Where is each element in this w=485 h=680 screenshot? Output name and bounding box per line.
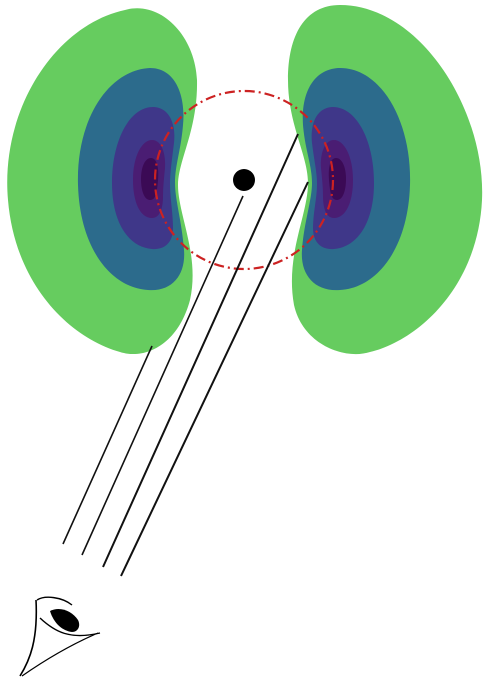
- eye-iris: [50, 609, 80, 632]
- sight-line-2: [81, 195, 244, 556]
- sight-lines: [62, 133, 309, 577]
- eye-icon: [19, 596, 101, 677]
- sight-line-4: [120, 181, 309, 577]
- eye-lash-line: [39, 617, 101, 637]
- photon-ring: [153, 89, 335, 271]
- right-lobe: [288, 5, 483, 355]
- left-lobe-core: [141, 158, 159, 200]
- eye-cheek-line: [21, 632, 99, 677]
- eye-upper-lid: [36, 596, 73, 606]
- black-hole-dot: [233, 169, 255, 191]
- eye-lower-lid: [19, 599, 38, 677]
- sight-line-3: [102, 133, 299, 568]
- left-lobe: [7, 8, 198, 355]
- sight-line-1: [62, 345, 153, 545]
